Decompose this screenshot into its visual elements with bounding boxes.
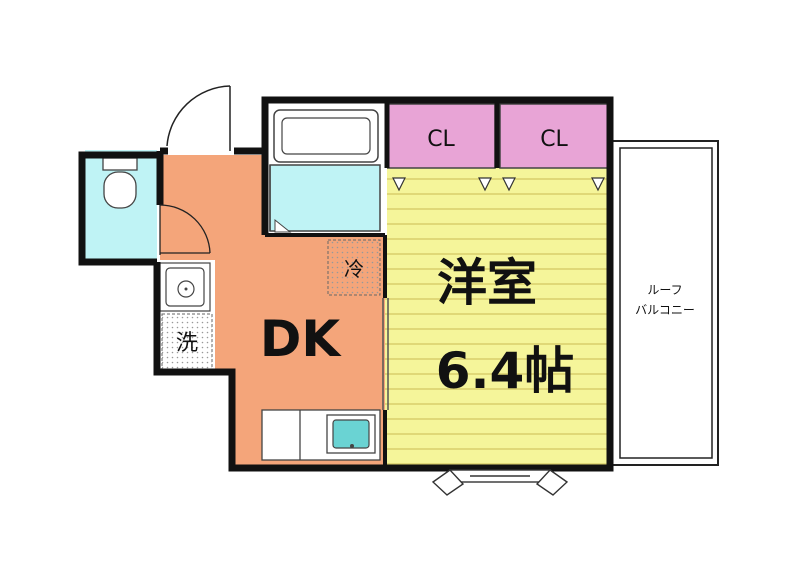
- closet-right-label: CL: [540, 127, 568, 152]
- balcony-label-line1: ルーフ: [647, 283, 682, 297]
- bathroom-door-mark: [274, 218, 292, 233]
- closet-door-marks: [392, 177, 605, 192]
- balcony-label-line2: バルコニー: [635, 303, 695, 317]
- bathroom: [265, 102, 387, 235]
- roof-balcony: [611, 140, 719, 466]
- western-room-floor: [385, 168, 610, 465]
- toilet-door: [159, 204, 211, 255]
- sliding-door: [382, 298, 389, 410]
- kitchen-counter: [261, 409, 381, 461]
- bay-window: [431, 469, 569, 496]
- washer-label: 洗: [176, 331, 198, 356]
- toilet-room: [85, 150, 157, 260]
- dk-label: DK: [260, 310, 343, 368]
- washbasin-area: [159, 262, 211, 312]
- western-room-size-label: 6.4帖: [436, 342, 575, 400]
- fridge-space: [327, 239, 381, 296]
- dk-floor: [160, 155, 385, 465]
- fridge-label: 冷: [344, 257, 364, 281]
- entrance-door: [166, 85, 231, 151]
- closet-left-label: CL: [427, 127, 455, 152]
- closet-left: [386, 103, 496, 169]
- washer-space: [161, 313, 213, 371]
- walls: [78, 96, 614, 472]
- western-room-type-label: 洋室: [437, 254, 537, 312]
